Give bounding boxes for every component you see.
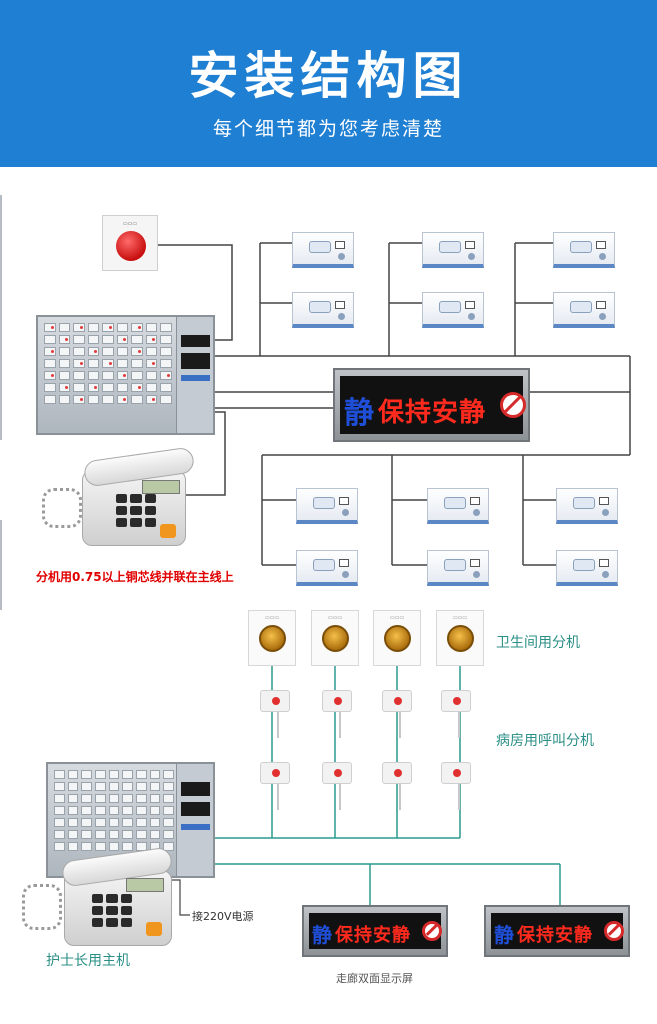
room-extension	[296, 488, 358, 524]
ward-call-unit	[441, 762, 471, 810]
room-extension	[296, 550, 358, 586]
led-message: 保持安静	[378, 398, 487, 428]
console-led-display	[181, 335, 210, 347]
header-banner: 安装结构图 每个细节都为您考虑清楚	[0, 0, 657, 167]
ward-call-unit	[441, 690, 471, 738]
head-nurse-host-label: 护士长用主机	[46, 953, 130, 969]
corridor-led-display: 静 保持安静	[302, 905, 448, 957]
room-extension	[427, 488, 489, 524]
master-console-top	[36, 315, 215, 435]
console-control-panel	[176, 764, 213, 876]
room-extension	[422, 292, 484, 328]
ward-call-unit	[322, 762, 352, 810]
room-extension	[556, 488, 618, 524]
console-control-panel	[176, 317, 213, 433]
room-extension	[556, 550, 618, 586]
console-led-display	[181, 782, 210, 796]
ward-call-unit	[260, 762, 290, 810]
console-clock-display	[181, 802, 210, 816]
bathroom-call-button: ▭▭▭	[248, 610, 296, 666]
no-smoking-icon	[604, 921, 624, 941]
room-extension	[553, 292, 615, 328]
corridor-led-display-main: 静 保持安静	[333, 368, 530, 442]
console-bed-grid	[54, 770, 174, 851]
quiet-char: 静	[344, 396, 374, 431]
room-extension	[292, 292, 354, 328]
page-title: 安装结构图	[188, 47, 469, 105]
ward-extension-label: 病房用呼叫分机	[496, 733, 594, 749]
desk-telephone-bottom	[22, 846, 174, 948]
quiet-char: 静	[494, 923, 514, 947]
emergency-call-button: ▭▭▭	[102, 215, 158, 271]
ward-call-unit	[260, 690, 290, 738]
console-bed-grid	[44, 323, 172, 404]
emergency-button-caption: ▭▭▭	[122, 221, 138, 227]
console-clock-display	[181, 353, 210, 369]
page-subtitle: 每个细节都为您考虑清楚	[212, 118, 444, 140]
desk-telephone-top	[42, 446, 196, 548]
room-extension	[422, 232, 484, 268]
quiet-char: 静	[312, 923, 332, 947]
bathroom-call-button: ▭▭▭	[373, 610, 421, 666]
ward-call-unit	[382, 690, 412, 738]
bathroom-call-button: ▭▭▭	[311, 610, 359, 666]
led-message: 保持安静	[517, 925, 593, 946]
ward-call-unit	[322, 690, 352, 738]
wire-note-label: 分机用0.75以上铜芯线并联在主线上	[36, 570, 234, 584]
room-extension	[553, 232, 615, 268]
power-note-label: 接220V电源	[192, 910, 254, 923]
ward-call-unit	[382, 762, 412, 810]
corridor-display-label: 走廊双面显示屏	[336, 972, 413, 985]
room-extension	[292, 232, 354, 268]
no-smoking-icon	[422, 921, 442, 941]
no-smoking-icon	[500, 392, 526, 418]
red-button-icon	[116, 231, 146, 261]
bathroom-extension-label: 卫生间用分机	[496, 635, 580, 651]
bathroom-call-button: ▭▭▭	[436, 610, 484, 666]
led-message: 保持安静	[335, 925, 411, 946]
corridor-led-display: 静 保持安静	[484, 905, 630, 957]
room-extension	[427, 550, 489, 586]
